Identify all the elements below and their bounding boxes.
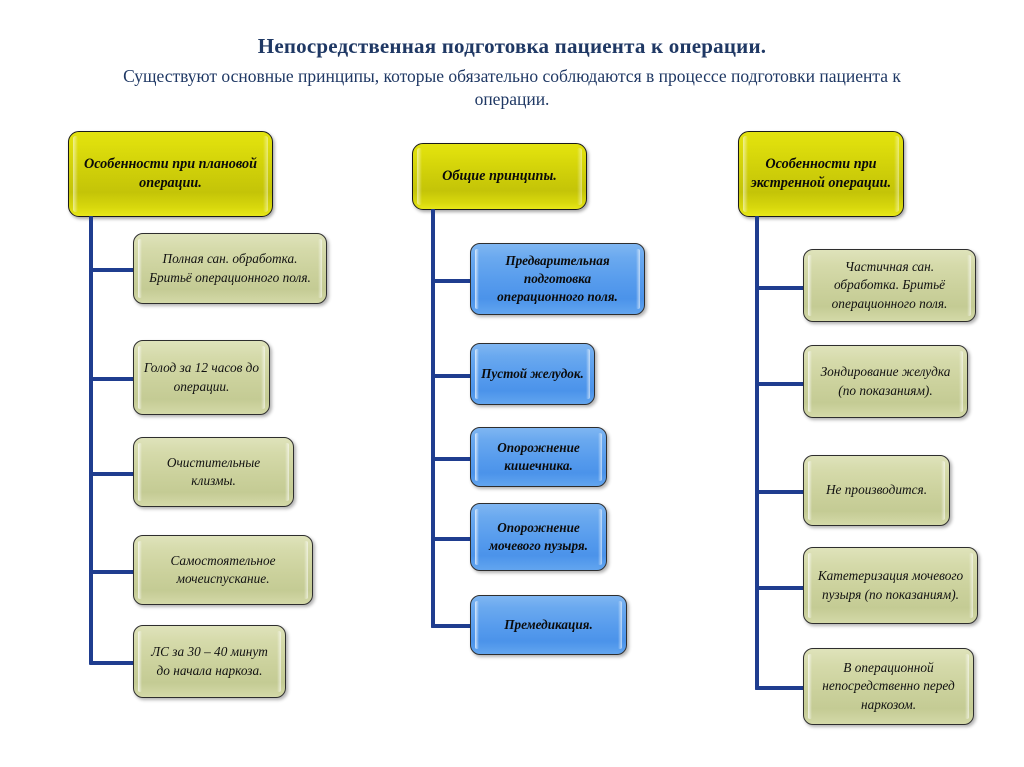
leaf-box-label: Зондирование желудка (по показаниям). — [820, 364, 951, 398]
connector-branch-planned-4 — [89, 570, 135, 574]
leaf-box-label: Самостоятельное мочеиспускание. — [170, 552, 276, 586]
head-box-emergency[interactable]: Особенности при экстренной операции. — [738, 131, 904, 217]
connector-branch-emergency-2 — [755, 382, 805, 386]
leaf-box-planned-1[interactable]: Полная сан. обработка. Бритьё операционн… — [133, 233, 327, 304]
leaf-box-label: ЛС за 30 – 40 минут до начала наркоза. — [151, 644, 268, 678]
head-box-label: Общие принципы. — [442, 167, 557, 184]
connector-branch-general-4 — [431, 537, 472, 541]
leaf-box-label: Голод за 12 часов до операции. — [143, 360, 260, 394]
head-box-general[interactable]: Общие принципы. — [412, 143, 587, 210]
connector-branch-planned-3 — [89, 472, 135, 476]
leaf-box-general-2[interactable]: Пустой желудок. — [470, 343, 595, 405]
leaf-box-label: Частичная сан. обработка. Бритьё операци… — [831, 258, 948, 311]
leaf-box-label: Пустой желудок. — [481, 365, 584, 381]
leaf-box-label: Опорожнение кишечника. — [497, 439, 580, 473]
leaf-box-emergency-1[interactable]: Частичная сан. обработка. Бритьё операци… — [803, 249, 976, 322]
connector-trunk-general — [431, 209, 435, 628]
connector-trunk-emergency — [755, 216, 759, 690]
page-subtitle: Существуют основные принципы, которые об… — [123, 66, 901, 110]
leaf-box-emergency-2[interactable]: Зондирование желудка (по показаниям). — [803, 345, 968, 418]
leaf-box-label: Опорожнение мочевого пузыря. — [489, 519, 588, 553]
leaf-box-general-1[interactable]: Предварительная подготовка операционного… — [470, 243, 645, 315]
box-highlight-left — [475, 601, 479, 649]
leaf-box-emergency-4[interactable]: Катетеризация мочевого пузыря (по показа… — [803, 547, 978, 624]
box-highlight-right — [941, 461, 945, 520]
connector-branch-emergency-5 — [755, 686, 805, 690]
connector-branch-emergency-3 — [755, 490, 805, 494]
header-block: Непосредственная подготовка пациента к о… — [0, 34, 1024, 111]
box-highlight-left — [417, 148, 422, 205]
box-highlight-right — [618, 601, 622, 649]
leaf-box-label: В операционной непосредственно перед нар… — [822, 659, 955, 712]
page-title: Непосредственная подготовка пациента к о… — [257, 34, 767, 58]
connector-branch-emergency-1 — [755, 286, 805, 290]
leaf-box-label: Катетеризация мочевого пузыря (по показа… — [817, 568, 964, 602]
leaf-box-general-4[interactable]: Опорожнение мочевого пузыря. — [470, 503, 607, 571]
leaf-box-label: Очистительные клизмы. — [166, 454, 261, 488]
connector-branch-planned-1 — [89, 268, 135, 272]
leaf-box-label: Не производится. — [825, 482, 928, 498]
leaf-box-planned-3[interactable]: Очистительные клизмы. — [133, 437, 294, 507]
leaf-box-planned-5[interactable]: ЛС за 30 – 40 минут до начала наркоза. — [133, 625, 286, 698]
leaf-box-emergency-5[interactable]: В операционной непосредственно перед нар… — [803, 648, 974, 725]
head-box-label: Особенности при экстренной операции. — [750, 155, 892, 191]
leaf-box-label: Полная сан. обработка. Бритьё операционн… — [149, 251, 311, 285]
leaf-box-general-5[interactable]: Премедикация. — [470, 595, 627, 655]
leaf-box-emergency-3[interactable]: Не производится. — [803, 455, 950, 526]
connector-branch-planned-5 — [89, 661, 135, 665]
connector-branch-planned-2 — [89, 377, 135, 381]
connector-branch-general-1 — [431, 279, 472, 283]
leaf-box-planned-2[interactable]: Голод за 12 часов до операции. — [133, 340, 270, 415]
connector-branch-emergency-4 — [755, 586, 805, 590]
leaf-box-label: Предварительная подготовка операционного… — [497, 252, 618, 305]
connector-branch-general-2 — [431, 374, 472, 378]
head-box-planned[interactable]: Особенности при плановой операции. — [68, 131, 273, 217]
connector-branch-general-5 — [431, 624, 472, 628]
head-box-label: Особенности при плановой операции. — [83, 155, 258, 191]
connector-trunk-planned — [89, 216, 93, 664]
box-highlight-right — [577, 148, 582, 205]
leaf-box-general-3[interactable]: Опорожнение кишечника. — [470, 427, 607, 487]
leaf-box-planned-4[interactable]: Самостоятельное мочеиспускание. — [133, 535, 313, 605]
box-highlight-left — [808, 461, 812, 520]
connector-branch-general-3 — [431, 457, 472, 461]
leaf-box-label: Премедикация. — [504, 616, 593, 632]
